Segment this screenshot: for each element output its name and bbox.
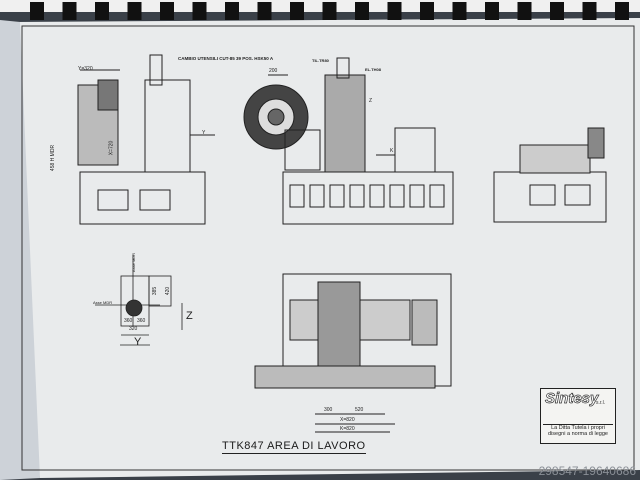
binder-ring: [387, 2, 402, 20]
binder-ring: [62, 2, 77, 20]
company-logo: Sintesy: [545, 390, 599, 408]
binder-ring: [517, 2, 532, 20]
dim-300: 300: [324, 407, 333, 413]
company-suffix: s.r.l.: [596, 400, 606, 406]
dim-360a: 360: [124, 318, 133, 324]
binder-ring: [582, 2, 597, 20]
axis-z-top: Z: [369, 98, 373, 104]
dim-h-mdr: 458 H MDR: [50, 144, 57, 172]
binder-ring: [615, 2, 629, 20]
dim-385: 385: [152, 286, 159, 296]
binder-ring: [257, 2, 272, 20]
axis-y-top: Y: [202, 130, 206, 136]
binder-ring: [160, 2, 174, 20]
binder-ring: [550, 2, 564, 20]
binder-ring: [192, 2, 207, 20]
axis-z-detail: Z: [186, 310, 193, 322]
paper-sheet: [14, 18, 640, 478]
copyright-note: La Ditta Tutela i propri disegni a norma…: [543, 424, 613, 437]
dim-x-side: X=720: [108, 140, 115, 156]
binder-ring: [95, 2, 109, 20]
spindle-detail: [95, 255, 183, 346]
company-stamp: Sintesy s.r.l. La Ditta Tutela i propri …: [540, 388, 616, 444]
watermark: 298547-19640686: [538, 464, 636, 478]
dim-360b: 360: [137, 318, 146, 324]
eltr-label: EL.TH08: [365, 67, 382, 72]
tool-change-label: CAMBIO UTENSILI CUT-85 39 POS. HSK50 A: [178, 56, 274, 61]
base-window: [309, 184, 325, 208]
side-view-left: [77, 54, 215, 225]
binder-ring: [452, 2, 467, 20]
dim-520: 520: [355, 407, 364, 413]
asse-mdr-horizontal: Asse MDR: [93, 300, 113, 305]
tilt-label: TIL.TR80: [312, 58, 329, 63]
binder-ring: [290, 2, 304, 20]
binder-ring: [420, 2, 434, 20]
base-window: [389, 184, 405, 208]
binder-rings: [0, 0, 640, 20]
tool-magazine: [243, 74, 309, 150]
base-window: [369, 184, 385, 208]
base-window: [329, 184, 345, 208]
base-window: [349, 184, 365, 208]
binder-ring: [30, 2, 44, 20]
dim-200: 200: [269, 68, 278, 74]
binder-ring: [322, 2, 337, 20]
drawing-frame: [21, 25, 635, 471]
axis-k-top: K: [390, 148, 394, 154]
axis-y-detail: Y: [134, 336, 142, 348]
asse-mdr-vertical: Asse MDR: [131, 252, 137, 273]
base-window: [409, 184, 425, 208]
binder-ring: [355, 2, 369, 20]
base-window: [289, 184, 305, 208]
drawing-title: TTK847 AREA DI LAVORO: [222, 440, 366, 454]
dim-320: 320: [129, 326, 138, 332]
binder-ring: [485, 2, 499, 20]
binder-ring: [225, 2, 239, 20]
base-window: [429, 184, 445, 208]
dim-x820: X=820: [340, 417, 355, 423]
dim-y320: Y=320: [78, 66, 93, 72]
dim-420: 420: [165, 286, 172, 296]
plan-view: [254, 273, 452, 433]
dim-k820: K=820: [340, 426, 355, 432]
binder-ring: [127, 2, 142, 20]
side-view-right: [493, 127, 607, 223]
front-view: [282, 57, 454, 225]
